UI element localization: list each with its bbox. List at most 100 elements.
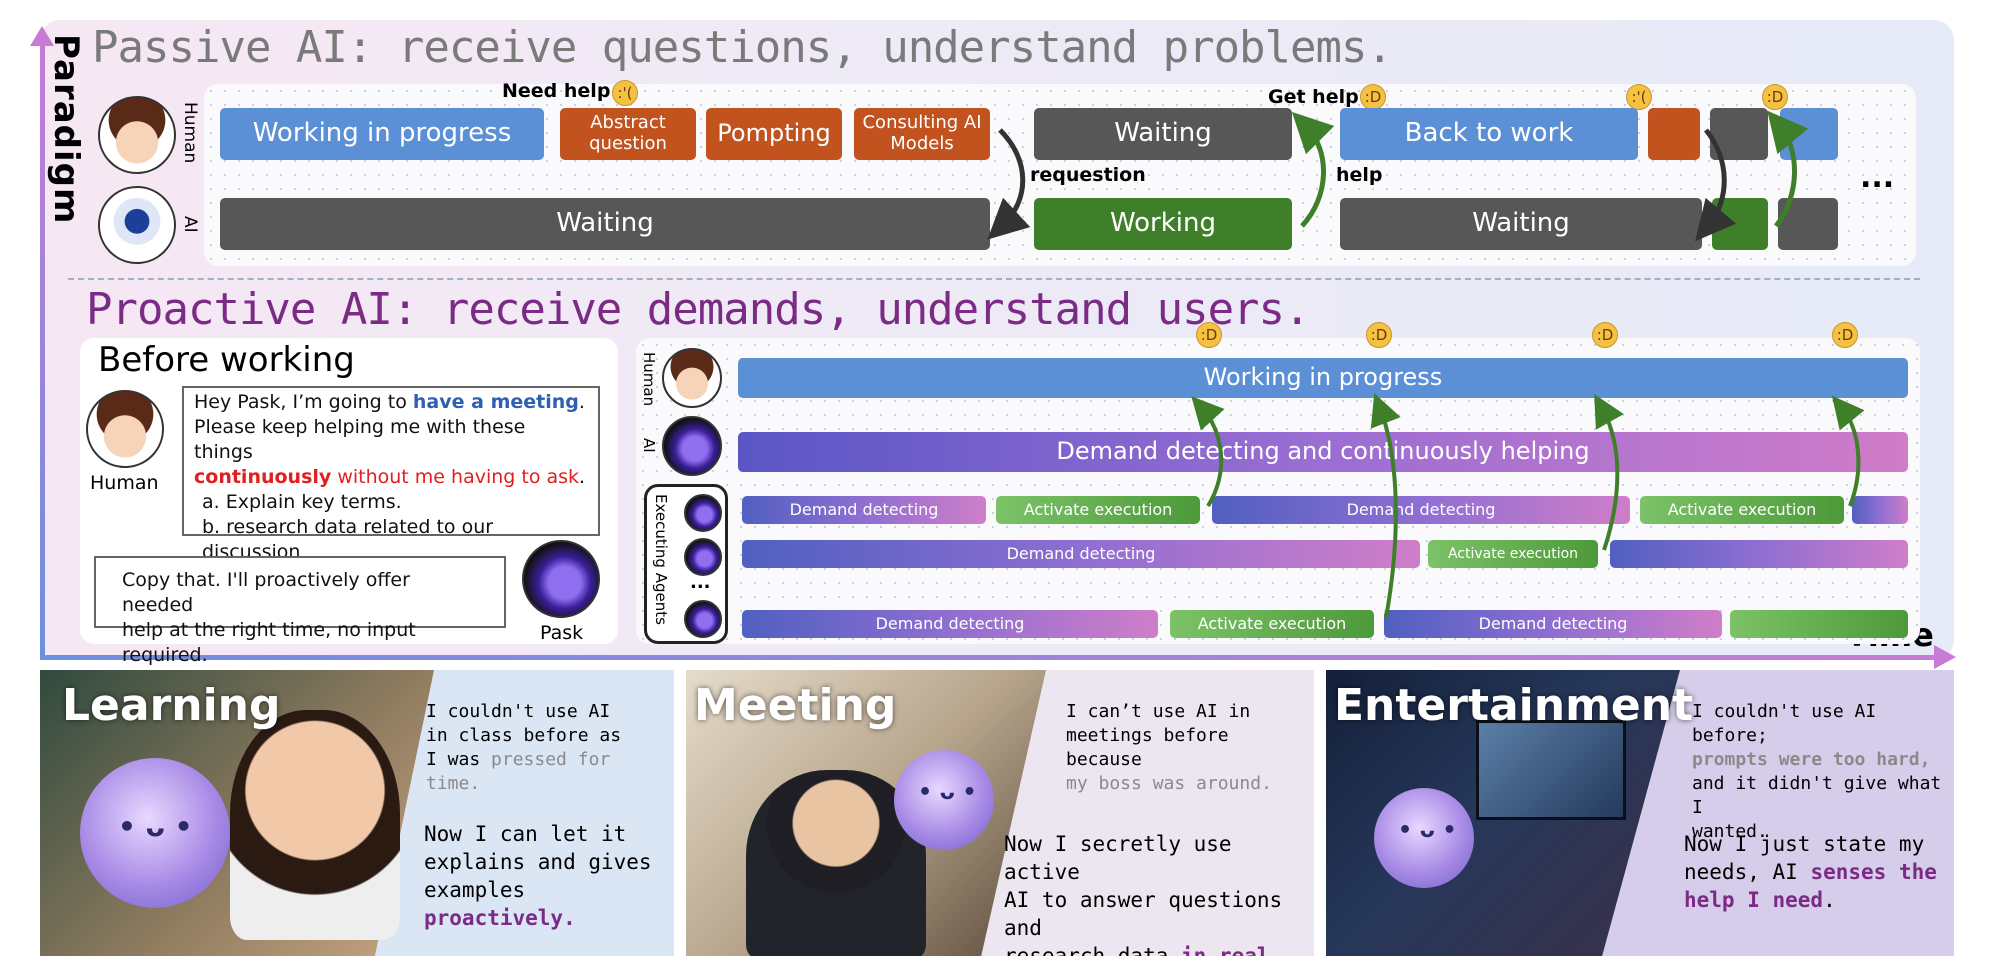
quote-gray: my boss was around. <box>1066 773 1272 794</box>
abstract-question-bar-repeat <box>1648 108 1700 160</box>
continuation-ellipsis: ... <box>1860 160 1895 195</box>
human-waiting-bar: Waiting <box>1034 108 1292 160</box>
abstract-question-bar: Abstract question <box>560 108 696 160</box>
quote-line: Now I secretly use active <box>1004 832 1232 884</box>
agent1-activate-execution-1: Activate execution <box>996 496 1200 524</box>
quote-line: I was <box>426 749 492 770</box>
tv-screen <box>1476 720 1626 820</box>
quote-line: in class before as <box>426 725 622 746</box>
agent2-demand-detecting-2 <box>1610 540 1908 568</box>
pask-avatar <box>522 540 600 618</box>
quote-line: examples <box>424 878 526 902</box>
before-working-title: Before working <box>98 340 355 380</box>
meeting-quote-before: I can’t use AI in meetings before becaus… <box>1066 700 1314 796</box>
ai-waiting-bar-2: Waiting <box>1340 198 1702 250</box>
help-note: help <box>1336 164 1383 186</box>
mascot-icon <box>80 758 230 908</box>
passive-ai-row-label: AI <box>180 216 200 233</box>
reply-l2: help at the right time, no input require… <box>122 619 416 666</box>
quote-line: I can’t use AI in <box>1066 701 1251 722</box>
mascot-face: • ᴗ • <box>118 810 193 843</box>
entertainment-quote-now: Now I just state my needs, AI senses the… <box>1684 830 1937 914</box>
demand-detecting-helping-bar: Demand detecting and continuously helpin… <box>738 432 1908 472</box>
meeting-title: Meeting <box>694 680 897 731</box>
paradigm-axis-label: Paradigm <box>46 34 86 225</box>
agent3-activate-execution-1: Activate execution <box>1170 610 1374 638</box>
proactive-title: Proactive AI: receive demands, understan… <box>86 284 1311 335</box>
msg-l1a: Hey Pask, I’m going to <box>194 391 413 413</box>
meeting-card: • ᴗ • Meeting I can’t use AI in meetings… <box>686 670 1314 956</box>
ai-waiting-bar-repeat <box>1778 198 1838 250</box>
paradigm-axis <box>40 40 45 660</box>
ai-avatar <box>662 416 722 476</box>
ai-robot-avatar <box>98 186 176 264</box>
grin-emoji-icon: :D <box>1762 84 1788 110</box>
quote-line: needs, AI <box>1684 860 1811 884</box>
learning-quote-before: I couldn't use AI in class before as I w… <box>426 700 674 796</box>
msg-l1c: . <box>578 391 585 413</box>
msg-item-a: a. Explain key terms. <box>202 491 402 513</box>
paradigm-axis-arrowhead <box>30 26 54 46</box>
grin-emoji-icon: :D <box>1592 322 1618 348</box>
human-caption: Human <box>90 472 159 494</box>
quote-line: research data <box>1004 944 1182 956</box>
msg-l3c: . <box>579 466 586 488</box>
agent1-demand-detecting-1: Demand detecting <box>742 496 986 524</box>
msg-continuously: continuously <box>194 466 332 488</box>
msg-without-asking: without me having to ask <box>331 466 580 488</box>
get-help-note: Get help <box>1268 86 1359 108</box>
time-axis <box>40 655 1940 660</box>
grin-emoji-icon: :D <box>1832 322 1858 348</box>
quote-line: Now I can let it <box>424 822 627 846</box>
back-to-work-bar: Back to work <box>1340 108 1638 160</box>
agent-avatar <box>684 600 722 638</box>
quote-line: Now I just state my <box>1684 832 1925 856</box>
agent1-activate-execution-2: Activate execution <box>1640 496 1844 524</box>
quote-line: I couldn't use AI before; <box>1692 701 1877 746</box>
passive-working-in-progress-bar: Working in progress <box>220 108 544 160</box>
grin-emoji-icon: :D <box>1196 322 1222 348</box>
quote-purple: proactively. <box>424 906 576 930</box>
quote-gray: pressed for time. <box>426 749 611 794</box>
learning-quote-now: Now I can let it explains and gives exam… <box>424 820 674 932</box>
learning-card: • ᴗ • Learning I couldn't use AI in clas… <box>40 670 674 956</box>
consulting-ai-models-bar: Consulting AI Models <box>854 108 990 160</box>
agent3-activate-execution-2 <box>1730 610 1908 638</box>
quote-line: explains and gives <box>424 850 652 874</box>
agent1-demand-detecting-2: Demand detecting <box>1212 496 1630 524</box>
quote-line: wanted. <box>1692 821 1768 842</box>
human-request-bubble: Hey Pask, I’m going to have a meeting. P… <box>182 386 600 582</box>
quote-purple: in real time. <box>1181 944 1270 956</box>
grin-emoji-icon: :D <box>1366 322 1392 348</box>
mascot-face: • ᴗ • <box>918 780 977 805</box>
ai-working-bar-repeat <box>1712 198 1768 250</box>
msg-l2: Please keep helping me with these things <box>194 416 526 463</box>
prompting-bar: Pompting <box>706 108 842 160</box>
passive-title: Passive AI: receive questions, understan… <box>92 22 1393 73</box>
crying-emoji-icon: :'( <box>1626 84 1652 110</box>
agent1-demand-detecting-3 <box>1852 496 1908 524</box>
need-help-note: Need help <box>502 80 611 102</box>
agents-more: ... <box>690 572 711 593</box>
crying-emoji-icon: :'( <box>612 80 638 106</box>
reply-l1: Copy that. I'll proactively offer needed <box>122 569 410 616</box>
quote-line: and it didn't give what I <box>1692 773 1942 818</box>
mascot-icon <box>894 750 994 850</box>
quote-line: AI to answer questions and <box>1004 888 1283 940</box>
human-avatar <box>86 390 164 468</box>
ai-working-bar: Working <box>1034 198 1292 250</box>
agent3-demand-detecting-1: Demand detecting <box>742 610 1158 638</box>
learning-title: Learning <box>62 680 281 731</box>
agent2-demand-detecting-1: Demand detecting <box>742 540 1420 568</box>
meeting-quote-now: Now I secretly use active AI to answer q… <box>1004 830 1314 956</box>
quote-gray: prompts were too hard, <box>1692 749 1931 770</box>
agent3-demand-detecting-2: Demand detecting <box>1384 610 1722 638</box>
quote-purple: senses the <box>1810 860 1937 884</box>
quote-purple: help I need <box>1684 888 1824 912</box>
executing-agents-label: Executing Agents <box>652 494 670 625</box>
back-to-work-bar-repeat <box>1780 108 1838 160</box>
pask-caption: Pask <box>540 622 584 644</box>
passive-human-row-label: Human <box>180 102 200 164</box>
ai-waiting-bar: Waiting <box>220 198 990 250</box>
